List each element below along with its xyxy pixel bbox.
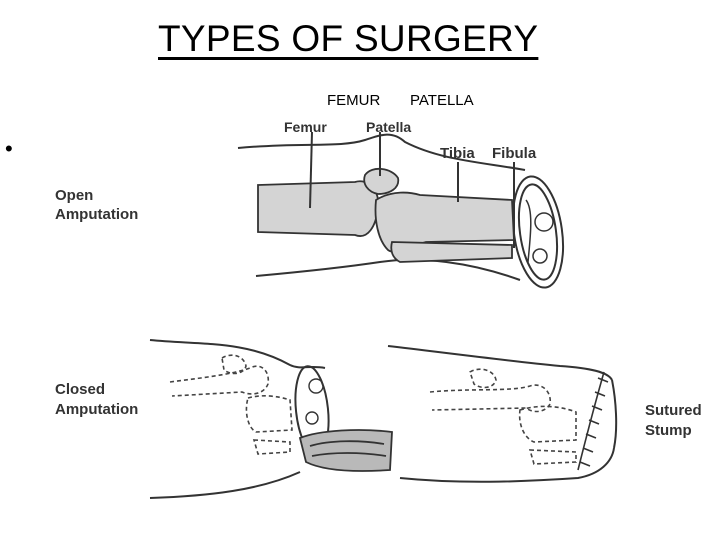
sutured-dashed-bones bbox=[429, 368, 577, 465]
tibia-label: Tibia bbox=[440, 145, 475, 162]
open-amputation-label-line1: Open bbox=[55, 187, 93, 204]
sutured-stump-leg bbox=[387, 345, 618, 483]
sutured-stump-label-line2: Stump bbox=[645, 422, 692, 439]
patella-label: PATELLA bbox=[410, 92, 474, 109]
closed-stump-cross-section bbox=[305, 378, 324, 425]
patella-partial-label: Patella bbox=[366, 119, 411, 135]
open-stump-cross-section bbox=[525, 199, 554, 264]
sutured-stump-label-line1: Sutured bbox=[645, 402, 702, 419]
open-amputation-bones bbox=[257, 168, 515, 263]
closed-amputation-label-line1: Closed bbox=[55, 381, 105, 398]
fibula-label: Fibula bbox=[492, 145, 537, 162]
open-leader-lines bbox=[309, 131, 515, 248]
closed-amputation-leg bbox=[149, 339, 330, 499]
femur-partial-label: Femur bbox=[284, 119, 327, 135]
closed-amputation-label-line2: Amputation bbox=[55, 401, 138, 418]
bullet-point: • bbox=[5, 136, 13, 161]
femur-label: FEMUR bbox=[327, 92, 381, 109]
closed-flap bbox=[298, 429, 393, 472]
suture-line bbox=[577, 371, 609, 471]
slide-title: TYPES OF SURGERY bbox=[158, 18, 539, 59]
closed-dashed-bones bbox=[169, 354, 293, 455]
open-amputation-label-line2: Amputation bbox=[55, 206, 138, 223]
